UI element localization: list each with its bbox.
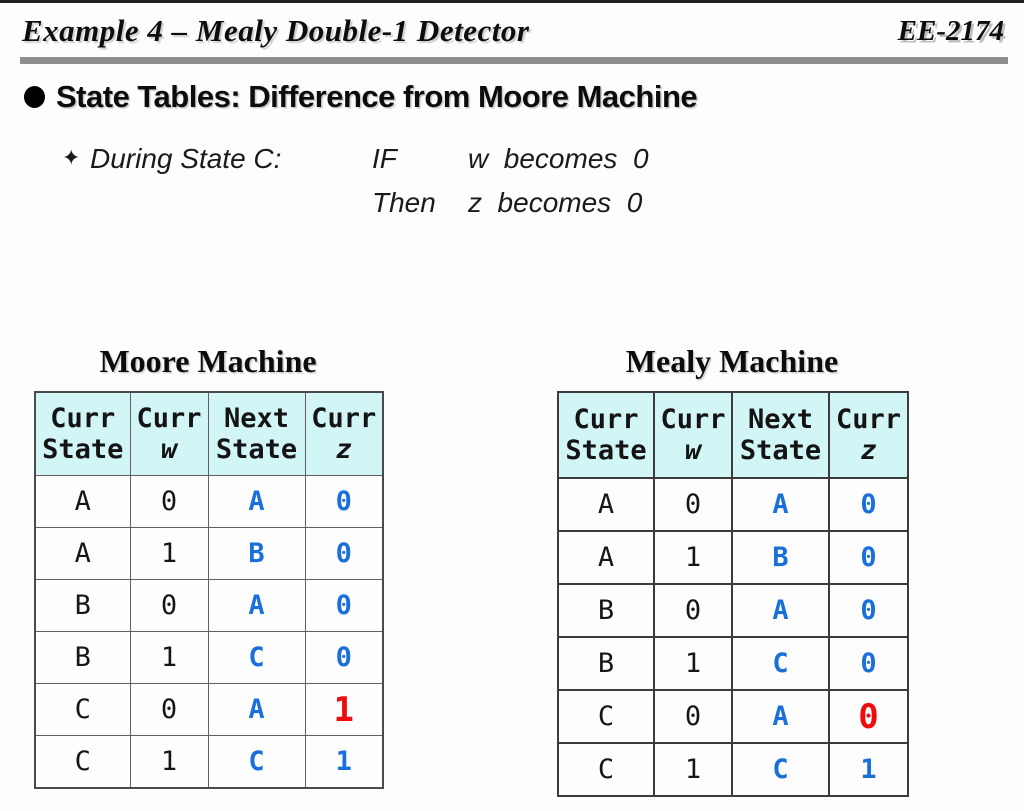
title-divider [20,57,1008,64]
sub-bullet-item: ✦ During State C: IF w becomes 0 Then z … [62,141,649,221]
cell-next-state: A [207,579,306,632]
cell-curr-w: 0 [653,583,733,638]
bullet-item: State Tables: Difference from Moore Mach… [24,79,698,114]
table-row: C 1 C 1 [34,735,384,789]
cell-next-state: C [207,735,306,789]
table-row: C 0 A 1 [34,683,384,736]
cell-curr-state: C [557,742,655,797]
cell-curr-state: B [34,631,131,684]
cell-curr-w: 0 [653,477,733,532]
slide-title: Example 4 – Mealy Double-1 Detector [22,13,530,48]
cell-next-state: C [731,742,830,797]
table-row: A 0 A 0 [34,475,384,528]
cell-curr-w: 0 [653,689,733,744]
cell-curr-z: 0 [304,475,384,528]
cell-curr-state: C [34,683,131,736]
table-row: C 1 C 1 [557,742,909,797]
cell-curr-z: 1 [304,735,384,789]
course-code: EE-2174 [897,15,1004,47]
sub-bullet-if-clause: w becomes 0 [468,143,649,174]
sub-bullet-if-keyword: IF [372,143,397,174]
cell-curr-z: 0 [304,631,384,684]
cell-curr-state: A [557,530,655,585]
cell-next-state: A [207,475,306,528]
bullet-dot-icon [24,86,45,108]
table-row: A 0 A 0 [557,477,909,532]
cell-curr-w: 1 [129,735,209,789]
cell-curr-state: A [34,475,131,528]
table-row: A 1 B 0 [34,527,384,580]
sub-bullet-then-clause: z becomes 0 [468,187,643,218]
cell-curr-z: 0 [828,477,909,532]
cell-next-state: A [731,477,830,532]
cell-curr-z: 0 [304,527,384,580]
slide-top-border [0,0,1024,3]
cell-curr-z: 0 [304,579,384,632]
cell-curr-z: 0 [828,530,909,585]
cell-curr-state: C [557,689,655,744]
cell-next-state: A [731,583,830,638]
cell-curr-z-highlighted: 1 [304,683,384,736]
cell-curr-z: 0 [828,636,909,691]
sub-bullet-label: During State C: [90,143,282,174]
cell-curr-state: B [557,636,655,691]
cell-curr-z: 1 [828,742,909,797]
cell-curr-w: 1 [129,527,209,580]
table-row: B 1 C 0 [557,636,909,691]
sub-bullet-then-keyword: Then [372,187,436,218]
table-row: B 0 A 0 [557,583,909,638]
cell-curr-w: 1 [653,636,733,691]
cell-curr-w: 0 [129,683,209,736]
cell-curr-state: C [34,735,131,789]
cell-next-state: B [731,530,830,585]
table-row: A 1 B 0 [557,530,909,585]
cell-curr-w: 0 [129,475,209,528]
cell-next-state: C [731,636,830,691]
cell-next-state: C [207,631,306,684]
bullet-text: State Tables: Difference from Moore Mach… [56,79,698,114]
cell-curr-w: 1 [653,742,733,797]
cell-curr-w: 0 [129,579,209,632]
cell-curr-state: B [34,579,131,632]
mealy-table-title: Mealy Machine [625,343,839,379]
table-row: C 0 A 0 [557,689,909,744]
cell-curr-w: 1 [653,530,733,585]
cell-next-state: A [207,683,306,736]
star-bullet-icon: ✦ [62,145,81,170]
cell-curr-state: A [34,527,131,580]
table-row: B 1 C 0 [34,631,384,684]
cell-curr-w: 1 [129,631,209,684]
cell-next-state: A [731,689,830,744]
moore-table-title: Moore Machine [99,343,317,379]
cell-curr-z: 0 [828,583,909,638]
cell-curr-state: A [557,477,655,532]
cell-curr-z-highlighted: 0 [828,689,909,744]
table-row: B 0 A 0 [34,579,384,632]
cell-next-state: B [207,527,306,580]
cell-curr-state: B [557,583,655,638]
